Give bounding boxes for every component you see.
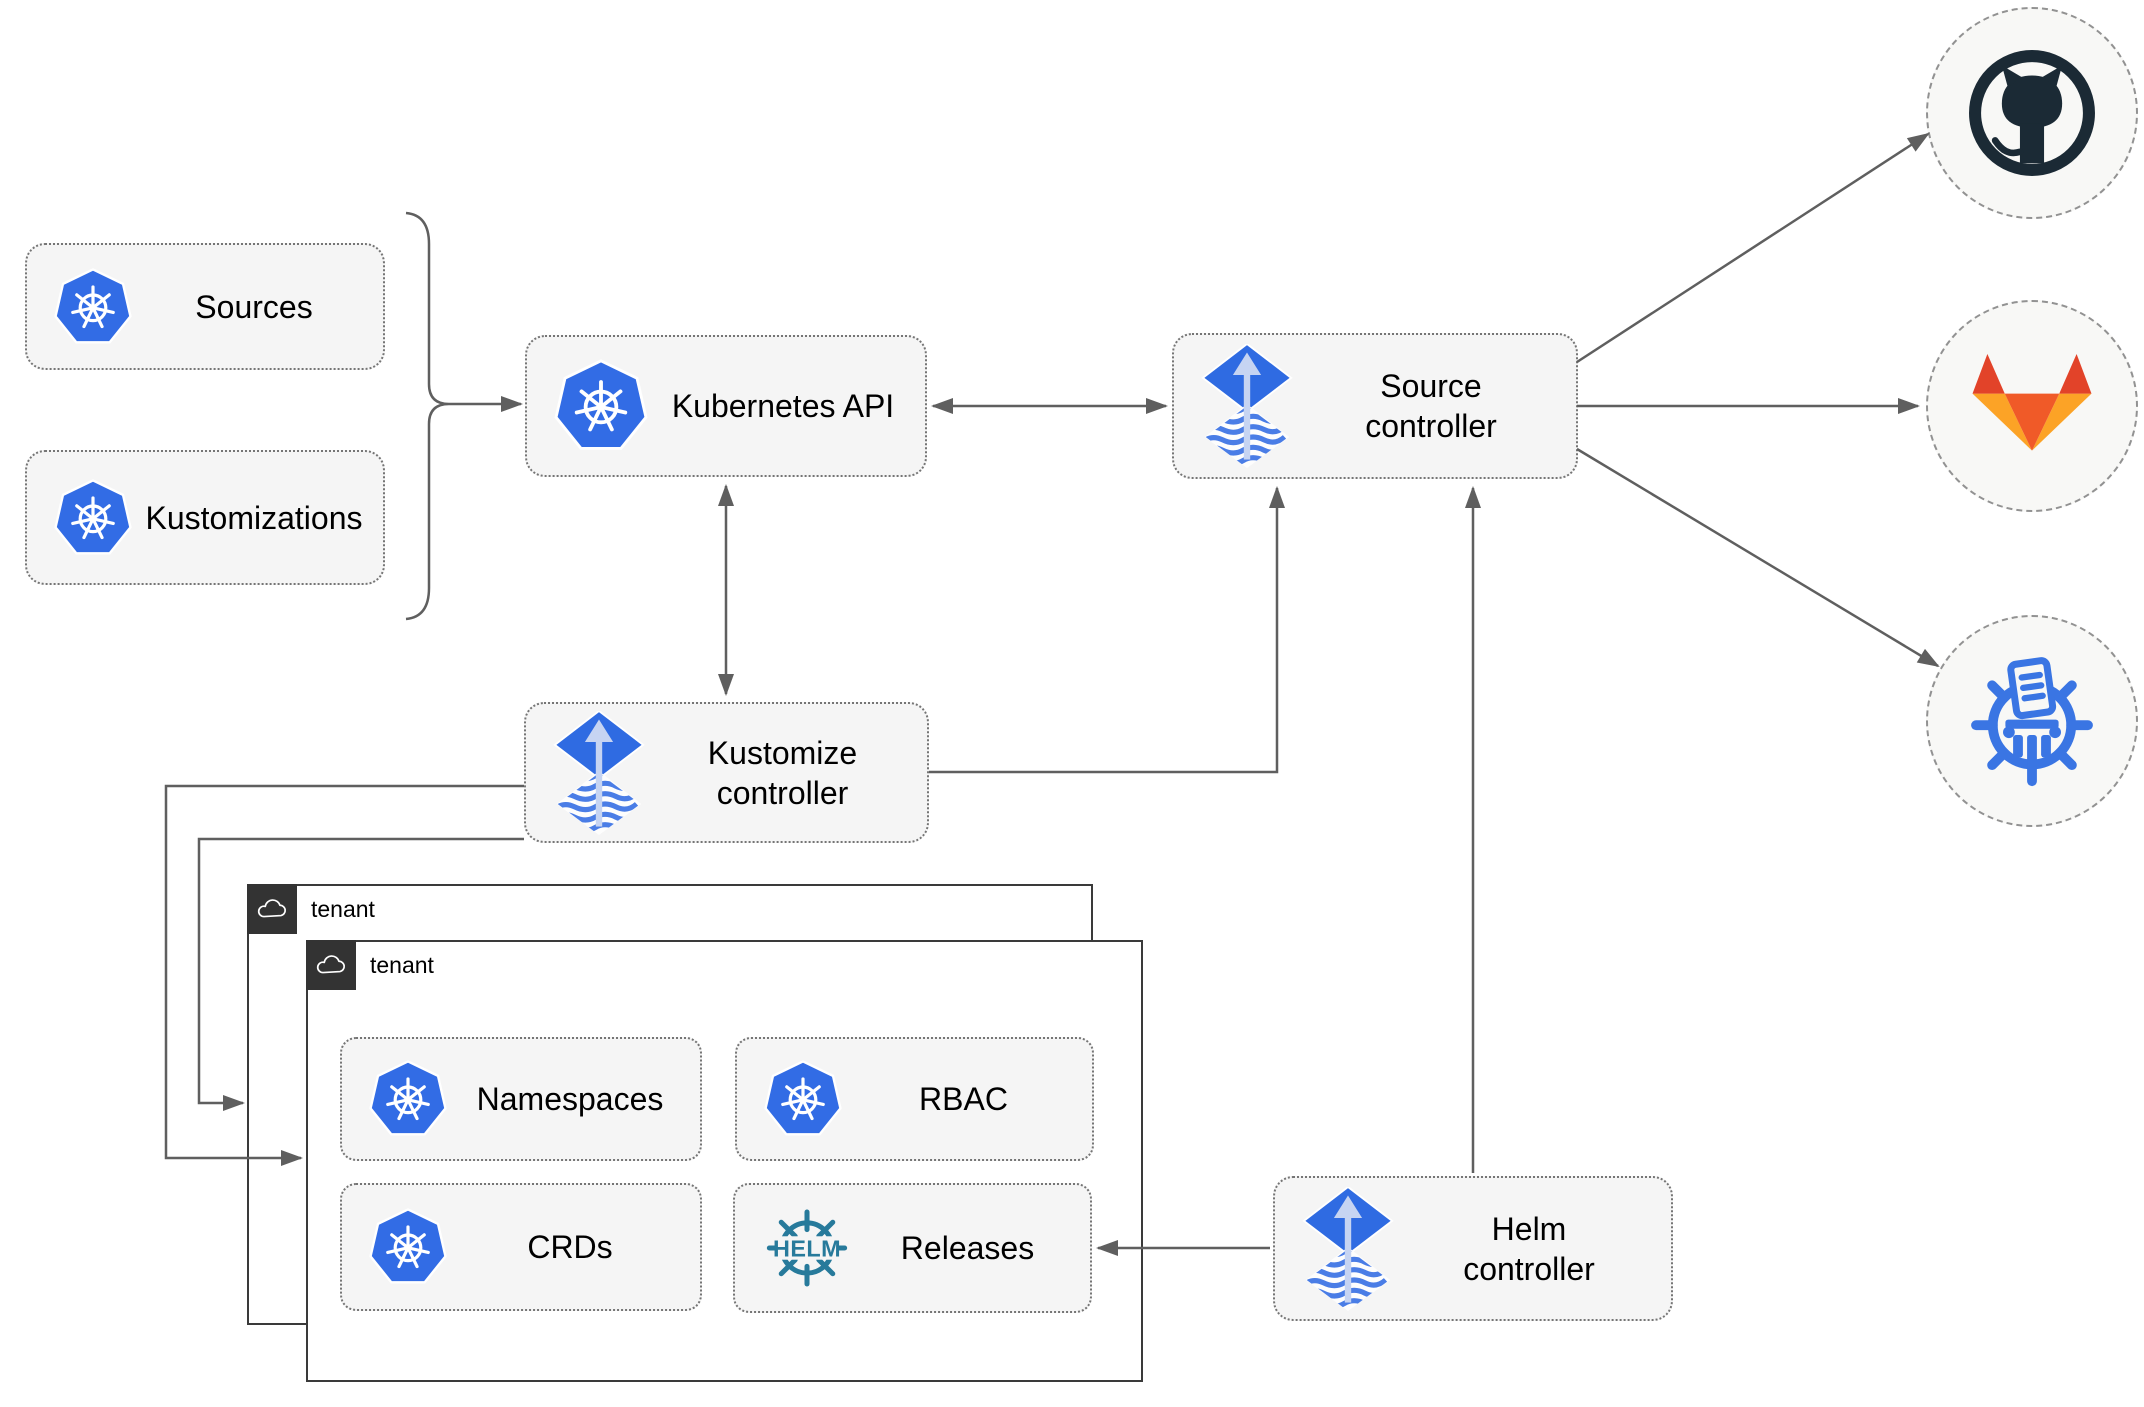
cloud-tab [306, 940, 356, 990]
flux-icon [1301, 1187, 1395, 1311]
tenant-group-front: tenant Namespaces RBAC CRDs [306, 940, 1143, 1382]
tenant-label: tenant [311, 896, 375, 922]
helm-icon: HELM [766, 1209, 848, 1287]
helm-wordmark: HELM [773, 1235, 841, 1261]
node-kustomize-controller: Kustomize controller [524, 702, 929, 843]
external-gitlab [1926, 300, 2138, 512]
node-label: Releases [900, 1230, 1035, 1266]
node-label: Namespaces [476, 1081, 664, 1117]
bracket-sources-kustomizations [405, 211, 450, 621]
node-label: Kustomize controller [707, 734, 858, 811]
chartmuseum-icon [1971, 657, 2093, 787]
cloud-tab [247, 884, 297, 934]
cloud-icon [257, 898, 287, 917]
node-label: Sources [195, 288, 313, 325]
node-rbac: RBAC [735, 1037, 1094, 1161]
kubernetes-icon [763, 1059, 843, 1139]
gitlab-icon [1972, 353, 2092, 451]
node-label: Kubernetes API [671, 388, 895, 424]
tenant-label: tenant [370, 952, 434, 978]
github-icon [1969, 50, 2095, 176]
kubernetes-icon [553, 358, 649, 454]
kubernetes-icon [53, 267, 133, 347]
flux-icon [1200, 344, 1294, 468]
node-crds: CRDs [340, 1183, 702, 1311]
flux-icon [552, 711, 646, 835]
node-namespaces: Namespaces [340, 1037, 702, 1161]
node-label: RBAC [919, 1081, 1008, 1117]
node-kustomizations: Kustomizations [25, 450, 385, 585]
node-label: Source controller [1365, 368, 1497, 444]
node-label: CRDs [527, 1229, 613, 1265]
node-kubernetes-api: Kubernetes API [525, 335, 927, 477]
node-helm-controller: Helm controller [1273, 1176, 1673, 1321]
node-releases: HELM Releases [733, 1183, 1092, 1313]
cloud-icon [316, 954, 346, 973]
kubernetes-icon [53, 478, 133, 558]
connector-source-to-chartmuseum [1576, 447, 1940, 668]
node-label: Kustomizations [145, 499, 363, 536]
external-chartmuseum [1926, 615, 2138, 827]
connector-kustomize-to-source-controller [929, 486, 1285, 774]
node-source-controller: Source controller [1172, 333, 1578, 479]
kubernetes-icon [368, 1059, 448, 1139]
connector-source-to-github [1576, 132, 1930, 364]
node-sources: Sources [25, 243, 385, 370]
external-github [1926, 7, 2138, 219]
node-label: Helm controller [1463, 1210, 1595, 1287]
kubernetes-icon [368, 1207, 448, 1287]
